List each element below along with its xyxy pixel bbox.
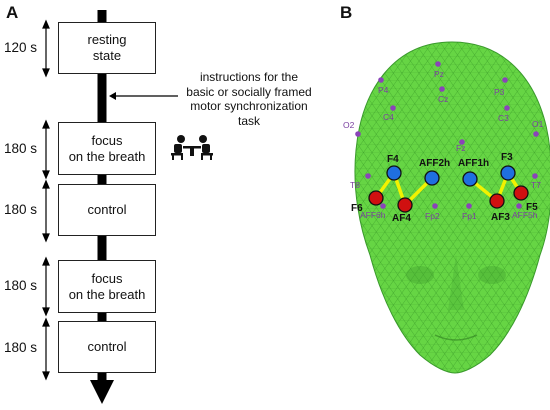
reference-label: P4 <box>378 85 389 95</box>
reference-label: T7 <box>531 180 541 190</box>
duration-arrow <box>42 19 50 78</box>
detector-label: F5 <box>526 202 538 213</box>
detector-f6 <box>368 190 384 206</box>
two-people-at-table-icon <box>171 135 213 160</box>
source-aff2h <box>424 170 440 186</box>
source-label: AFF2h <box>419 158 450 169</box>
timeline-arrowhead <box>90 380 114 404</box>
duration-arrow <box>42 179 50 243</box>
detector-label: AF3 <box>491 212 510 223</box>
block-control: control <box>58 321 156 373</box>
panel-a-letter: A <box>6 3 19 22</box>
duration-label: 180 s <box>4 278 38 293</box>
reference-label: AFF5h <box>512 210 538 220</box>
detector-af4 <box>397 197 413 213</box>
detector-f5 <box>513 185 529 201</box>
reference-label: T8 <box>350 180 360 190</box>
source-label: F3 <box>501 152 513 163</box>
source-label: F4 <box>387 154 399 165</box>
panel-b-letter: B <box>340 3 353 22</box>
detector-label: F6 <box>351 203 363 214</box>
duration-arrow <box>42 317 50 381</box>
duration-label: 120 s <box>4 40 38 55</box>
duration-arrow <box>42 119 50 180</box>
block-focus-breath: focus on the breath <box>58 260 156 313</box>
source-label: AFF1h <box>458 158 489 169</box>
detector-af3 <box>489 193 505 209</box>
duration-label: 180 s <box>4 340 38 355</box>
reference-label: Pz <box>434 69 444 79</box>
source-aff1h <box>462 171 478 187</box>
duration-arrow <box>42 256 50 317</box>
reference-label: AFF6h <box>360 210 386 220</box>
detector-label: AF4 <box>392 213 411 224</box>
reference-label: Cz <box>438 94 448 104</box>
duration-label: 180 s <box>4 141 38 156</box>
reference-label: Fz <box>456 143 465 153</box>
reference-label: C3 <box>498 113 509 123</box>
source-f4 <box>386 165 402 181</box>
source-f3 <box>500 165 516 181</box>
instruction-text: instructions for the basic or socially f… <box>186 70 312 128</box>
reference-label: O2 <box>343 120 355 130</box>
block-resting-state: resting state <box>58 22 156 74</box>
reference-label: Fp2 <box>425 211 440 221</box>
reference-label: Fp1 <box>462 211 477 221</box>
block-focus-breath: focus on the breath <box>58 122 156 175</box>
block-control: control <box>58 184 156 236</box>
reference-label: C4 <box>383 112 394 122</box>
reference-label: P3 <box>494 87 505 97</box>
reference-label: O1 <box>532 119 544 129</box>
duration-label: 180 s <box>4 202 38 217</box>
